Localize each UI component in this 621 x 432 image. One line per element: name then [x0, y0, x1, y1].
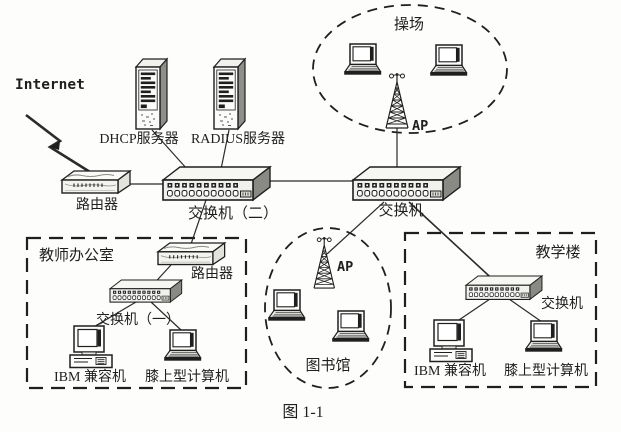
building-ibm-pc-label: IBM 兼容机: [414, 362, 486, 379]
playground-ap-icon: [385, 72, 409, 129]
playground-zone-label: 操场: [394, 16, 424, 33]
radius-server-icon: [213, 58, 246, 130]
playground-laptop-left-icon: [343, 43, 382, 76]
network-links: [25, 113, 543, 331]
link-building-switch-laptop: [508, 298, 543, 323]
library-zone-border: [264, 227, 392, 389]
link-rightswitch-library-ap: [326, 201, 385, 255]
labels: Internet 路由器 DHCP服务器 RADIUS服务器 交换机（二） 交换…: [15, 16, 588, 421]
office-ibm-pc-icon: [69, 325, 113, 369]
lightning-barb: [50, 141, 60, 150]
office-switch1-label: 交换机（一）: [96, 311, 180, 328]
teacher-office-zone-border: [25, 236, 248, 390]
library-laptop-left-icon: [267, 289, 306, 322]
teaching-building-zone-border: [403, 231, 598, 389]
zone-boundaries: [25, 4, 598, 390]
office-laptop-label: 膝上型计算机: [145, 369, 229, 385]
internet-label: Internet: [15, 77, 85, 93]
figure-caption: 图 1-1: [282, 404, 323, 421]
core-router-label: 路由器: [76, 197, 118, 213]
dhcp-server-icon: [135, 58, 168, 130]
playground-laptop-right-icon: [429, 44, 468, 77]
right-switch-label: 交换机: [378, 201, 423, 219]
switch2-label: 交换机（二）: [188, 204, 278, 222]
teaching-building-zone-label: 教学楼: [535, 244, 580, 261]
radius-server-label: RADIUS服务器: [191, 131, 285, 147]
office-router-label: 路由器: [191, 266, 233, 282]
teacher-office-zone-label: 教师办公室: [39, 247, 114, 264]
library-zone-label: 图书馆: [305, 357, 350, 374]
building-laptop-icon: [524, 320, 563, 353]
library-ap-icon: [313, 236, 336, 289]
link-switch1-ibm: [91, 301, 137, 329]
library-ap-label: AP: [337, 259, 353, 275]
link-rightswitch-building-switch: [408, 201, 501, 287]
playground-ap-label: AP: [412, 118, 428, 134]
building-ibm-pc-icon: [429, 319, 473, 363]
core-router-icon: [61, 170, 131, 194]
library-laptop-right-icon: [331, 310, 370, 343]
playground-zone-border: [312, 4, 508, 134]
right-switch-icon: [352, 166, 461, 201]
office-ibm-pc-label: IBM 兼容机: [54, 368, 126, 385]
office-router-icon: [157, 242, 226, 266]
link-switch1-laptop: [150, 301, 182, 331]
link-building-switch-ibm: [455, 298, 491, 323]
building-switch-label: 交换机: [541, 295, 583, 312]
dhcp-server-label: DHCP服务器: [99, 131, 178, 147]
switch2-icon: [162, 166, 271, 201]
office-laptop-icon: [163, 329, 202, 362]
building-laptop-label: 膝上型计算机: [504, 363, 588, 379]
building-switch-icon: [465, 275, 543, 300]
office-switch1-icon: [109, 279, 183, 303]
link-switch2-office-router: [188, 199, 207, 251]
